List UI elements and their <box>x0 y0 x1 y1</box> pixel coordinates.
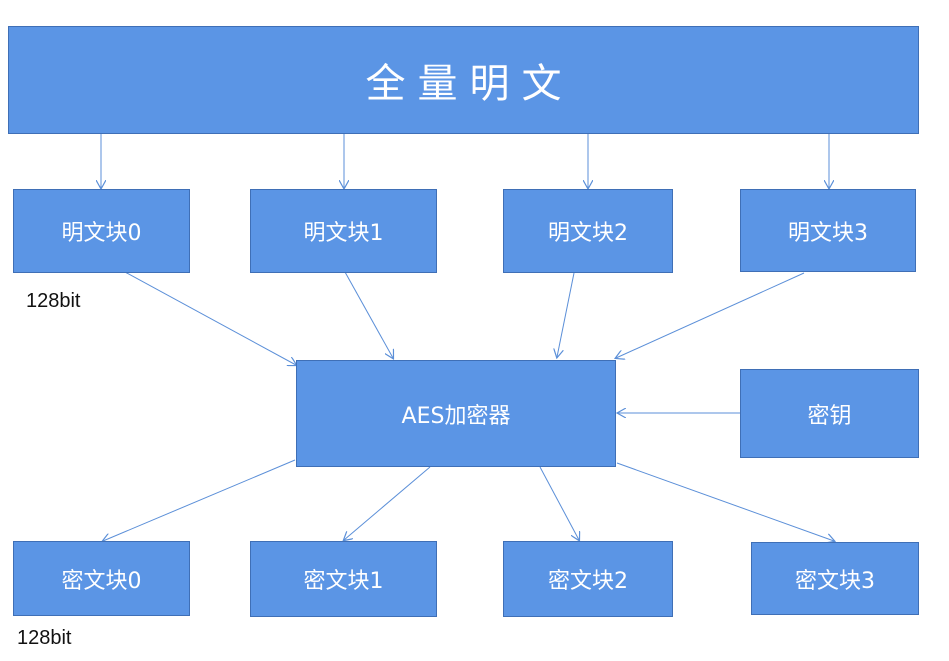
plaintext-block-1: 明文块1 <box>250 189 437 273</box>
plaintext-block-label: 明文块2 <box>548 221 628 246</box>
ciphertext-block-1: 密文块1 <box>250 541 437 617</box>
plaintext-block-3: 明文块3 <box>740 189 916 272</box>
aes-encryptor-label: AES加密器 <box>401 403 511 429</box>
ciphertext-block-label: 密文块3 <box>795 568 875 594</box>
arrow-encryptor-to-ciphertext-3 <box>616 462 834 541</box>
plaintext-block-size-note: 128bit <box>26 290 81 312</box>
plaintext-block-label: 明文块3 <box>788 220 868 246</box>
ciphertext-block-0: 密文块0 <box>13 541 190 616</box>
full-plaintext-box: 全量明文 <box>8 26 919 134</box>
ciphertext-block-2: 密文块2 <box>503 541 673 617</box>
arrow-encryptor-to-ciphertext-2 <box>539 466 579 540</box>
aes-encryptor-box: AES加密器 <box>296 360 616 467</box>
arrow-encryptor-to-ciphertext-0 <box>103 459 296 541</box>
key-label: 密钥 <box>807 403 852 429</box>
arrow-plaintext-0-to-encryptor <box>124 271 296 365</box>
plaintext-block-2: 明文块2 <box>503 189 673 273</box>
key-box: 密钥 <box>740 369 919 458</box>
ciphertext-block-size-note: 128bit <box>17 627 72 649</box>
ciphertext-block-3: 密文块3 <box>751 542 919 615</box>
arrow-plaintext-1-to-encryptor <box>344 271 393 358</box>
ciphertext-block-label: 密文块1 <box>303 569 384 594</box>
plaintext-block-label: 明文块1 <box>303 221 384 246</box>
arrow-plaintext-2-to-encryptor <box>557 272 575 357</box>
arrow-encryptor-to-ciphertext-1 <box>344 466 431 540</box>
ciphertext-block-label: 密文块0 <box>61 568 142 594</box>
full-plaintext-label: 全量明文 <box>365 61 574 107</box>
plaintext-block-label: 明文块0 <box>61 221 142 246</box>
ciphertext-block-label: 密文块2 <box>548 569 628 594</box>
plaintext-block-0: 明文块0 <box>13 189 190 273</box>
arrow-plaintext-3-to-encryptor <box>616 272 805 358</box>
